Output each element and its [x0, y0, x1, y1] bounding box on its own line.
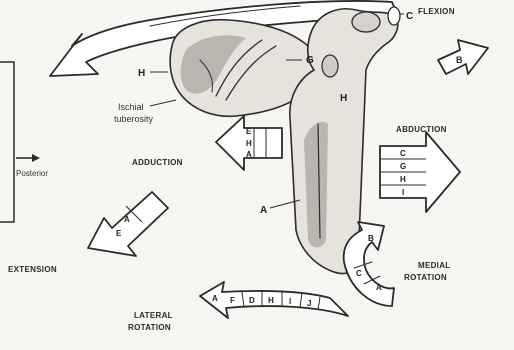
flexion-arrow-letter: B — [456, 55, 463, 65]
posterior-label: Posterior — [16, 169, 48, 178]
letter-g: G — [306, 55, 314, 66]
extension-label: EXTENSION — [8, 265, 57, 274]
adduction-arrow: E H A — [216, 116, 282, 170]
abduction-right-label: ABDUCTION — [396, 125, 447, 134]
c-marker-ring — [388, 7, 400, 25]
extension-letter-a: A — [124, 215, 130, 224]
ischial-label-line1: Ischial — [118, 102, 144, 112]
ischial-label-line2: tuberosity — [114, 114, 154, 124]
lateral-letter-f: F — [230, 296, 235, 305]
lateral-letter-d: D — [249, 296, 255, 305]
lateral-label-line2: ROTATION — [128, 323, 171, 332]
abduction-arrow: C G H I — [380, 132, 460, 212]
flexion-arrow: B — [438, 40, 488, 74]
lateral-letter-a: A — [212, 294, 218, 303]
adduction-letter-h: H — [246, 139, 252, 148]
lateral-letter-j: J — [307, 299, 311, 308]
posterior-arrow-head — [32, 154, 40, 162]
letter-a-shaft: A — [260, 205, 267, 216]
femoral-head — [352, 12, 380, 32]
lateral-rotation-arrow: A F D H I J — [200, 282, 348, 318]
abduction-letter-g: G — [400, 162, 406, 171]
medial-letter-b: B — [368, 234, 374, 243]
medial-letter-a: A — [376, 283, 382, 292]
extension-letter-e: E — [116, 229, 122, 238]
letter-c: C — [406, 11, 413, 22]
medial-label-line2: ROTATION — [404, 273, 447, 282]
adduction-letter-a: A — [246, 150, 252, 159]
lateral-letter-i: I — [289, 297, 291, 306]
trochanter — [322, 55, 338, 77]
adduction-letter-e: E — [246, 127, 252, 136]
abduction-letter-i: I — [402, 188, 404, 197]
medial-label-line1: MEDIAL — [418, 261, 450, 270]
lateral-letter-h: H — [268, 296, 274, 305]
abduction-letter-h: H — [400, 175, 406, 184]
flexion-label: FLEXION — [418, 7, 455, 16]
extension-arrow: A E — [88, 192, 168, 256]
adduction-label: ADDUCTION — [132, 158, 183, 167]
lateral-label-line1: LATERAL — [134, 311, 173, 320]
letter-h-mid: H — [340, 93, 347, 104]
left-orientation-panel: Posterior — [0, 62, 48, 222]
medial-letter-c: C — [356, 269, 362, 278]
abduction-letter-c: C — [400, 149, 406, 158]
letter-h-left: H — [138, 68, 145, 79]
